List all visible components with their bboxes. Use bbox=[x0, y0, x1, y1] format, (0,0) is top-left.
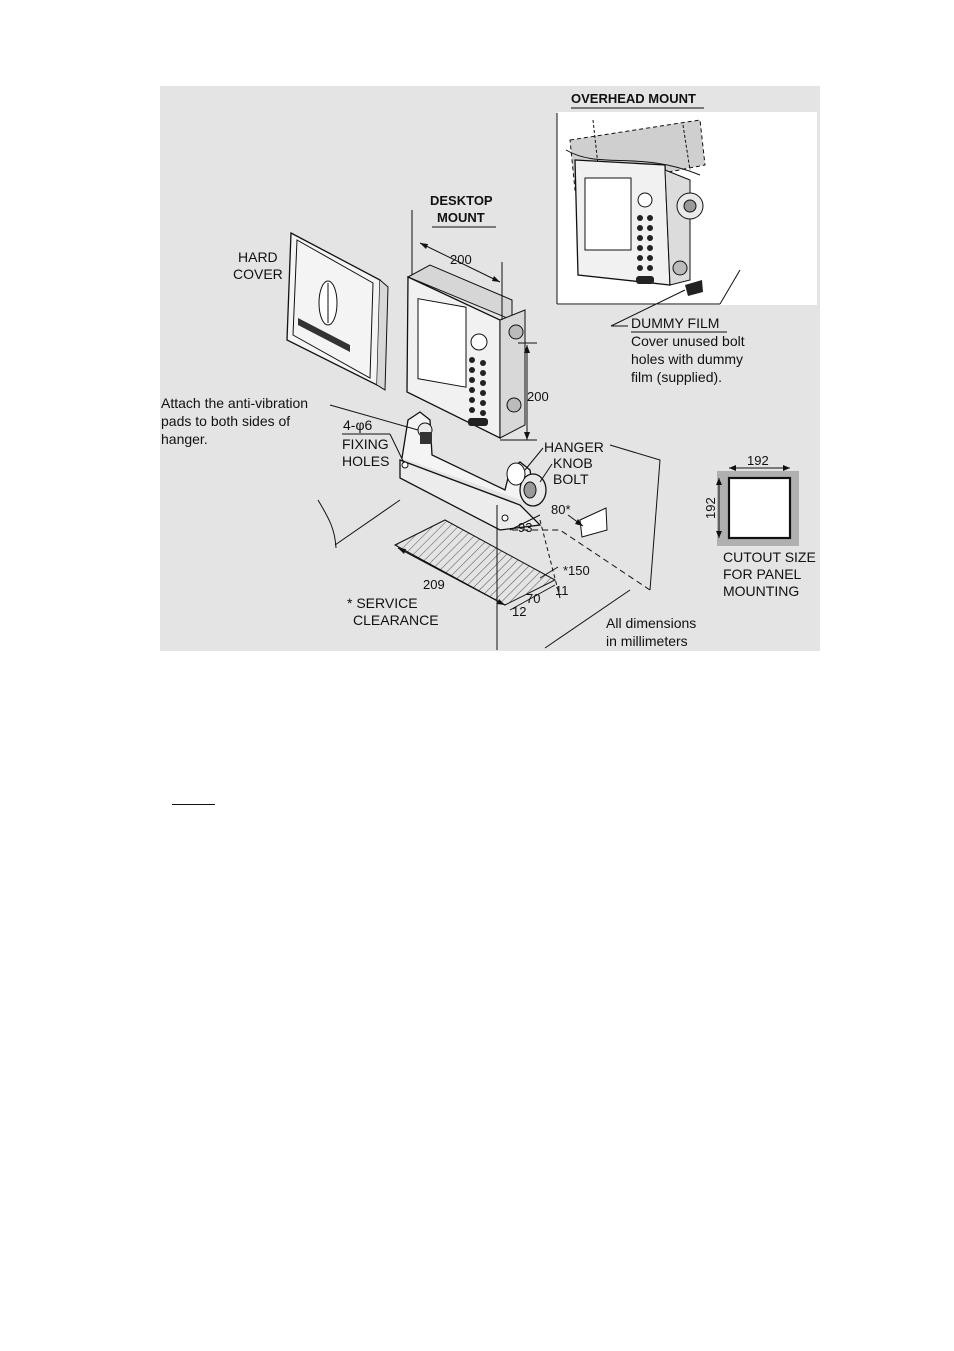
mounting-diagram: OVERHEAD MOUNT HARD COVER DESKTOP MOUNT bbox=[160, 86, 820, 651]
dim-base: 209 bbox=[423, 577, 445, 592]
service-clearance-label-2: CLEARANCE bbox=[353, 612, 439, 628]
service-clearance-label-1: * SERVICE bbox=[347, 595, 418, 611]
hard-cover-label-2: COVER bbox=[233, 266, 283, 282]
dim-70: 70 bbox=[526, 591, 540, 606]
units-note-line-2: in millimeters bbox=[606, 633, 688, 649]
display-unit bbox=[406, 264, 526, 440]
hard-cover-label-1: HARD bbox=[238, 249, 278, 265]
desktop-mount-title-1: DESKTOP bbox=[430, 193, 493, 208]
dim-11: 11 bbox=[555, 583, 569, 598]
dim-depth-star: 80* bbox=[551, 502, 571, 517]
cutout-label-3: MOUNTING bbox=[723, 583, 799, 599]
dim-clearance-top: *150 bbox=[563, 563, 590, 578]
fixing-holes-label-2: HOLES bbox=[342, 453, 389, 469]
fixing-holes-spec: 4-φ6 bbox=[343, 417, 373, 433]
overhead-mount-inset bbox=[556, 112, 817, 305]
dummy-film-line-3: film (supplied). bbox=[631, 369, 722, 385]
fixing-holes-label-1: FIXING bbox=[342, 436, 389, 452]
dummy-film-line-2: holes with dummy bbox=[631, 351, 743, 367]
cutout-size-diagram bbox=[716, 465, 799, 546]
units-note-line-1: All dimensions bbox=[606, 615, 696, 631]
dummy-film-line-1: Cover unused bolt bbox=[631, 333, 745, 349]
note-underline bbox=[172, 804, 215, 805]
dummy-film-title: DUMMY FILM bbox=[631, 315, 719, 331]
desktop-mount-title-2: MOUNT bbox=[437, 210, 485, 225]
attach-line-1: Attach the anti-vibration bbox=[161, 395, 308, 411]
dim-height: 200 bbox=[527, 389, 549, 404]
dim-cutout-width: 192 bbox=[747, 453, 769, 468]
hard-cover bbox=[286, 231, 389, 391]
dim-width: 200 bbox=[450, 252, 472, 267]
knob-bolt-label-1: KNOB bbox=[553, 455, 593, 471]
dim-12: 12 bbox=[512, 604, 526, 619]
cutout-label-1: CUTOUT SIZE bbox=[723, 549, 816, 565]
dim-cutout-height: 192 bbox=[703, 497, 718, 519]
overhead-mount-title: OVERHEAD MOUNT bbox=[571, 91, 696, 106]
attach-line-3: hanger. bbox=[161, 431, 208, 447]
cutout-label-2: FOR PANEL bbox=[723, 566, 802, 582]
hanger bbox=[399, 411, 547, 531]
hanger-label: HANGER bbox=[544, 439, 604, 455]
attach-line-2: pads to both sides of bbox=[161, 413, 290, 429]
knob-bolt-label-2: BOLT bbox=[553, 471, 589, 487]
